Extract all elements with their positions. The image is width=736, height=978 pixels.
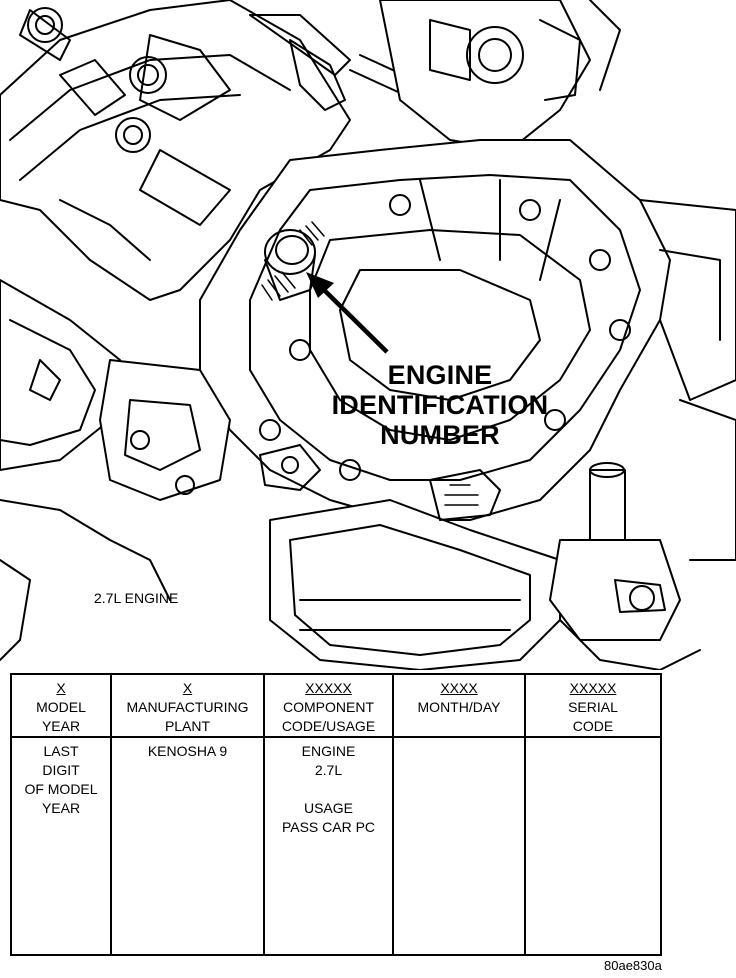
cell-line: OF MODEL (24, 781, 98, 797)
header-code: XXXXX (569, 680, 617, 696)
table-header-row: X MODEL YEAR X MANUFACTURING PLANT XXXXX… (10, 673, 662, 738)
cell-line: KENOSHA 9 (147, 743, 228, 759)
cell-line: 2.7L (314, 762, 343, 778)
engine-illustration (0, 0, 736, 670)
cell-serial-code (524, 736, 662, 956)
cell-model-year: LAST DIGIT OF MODEL YEAR (10, 736, 112, 956)
engine-identification-callout: ENGINE IDENTIFICATION NUMBER (330, 360, 550, 450)
header-model-year: X MODEL YEAR (10, 673, 112, 738)
cell-line: PASS CAR PC (281, 819, 376, 835)
header-label: MONTH/DAY (417, 699, 501, 715)
engine-caption: 2.7L ENGINE (94, 590, 179, 606)
header-code: X (182, 680, 193, 696)
header-code: XXXX (440, 680, 478, 696)
table-body-row: LAST DIGIT OF MODEL YEAR KENOSHA 9 ENGIN… (10, 736, 662, 956)
cell-month-day (392, 736, 526, 956)
header-code: XXXXX (305, 680, 352, 696)
header-code: X (56, 680, 66, 696)
cell-spacer (267, 780, 390, 799)
callout-arrow (306, 272, 389, 354)
header-component-code: XXXXX COMPONENT CODE/USAGE (263, 673, 394, 738)
callout-line: NUMBER (380, 420, 500, 450)
header-label: SERIAL (568, 699, 618, 715)
cell-line: USAGE (303, 800, 353, 816)
cell-line: DIGIT (42, 762, 80, 778)
header-serial-code: XXXXX SERIAL CODE (524, 673, 662, 738)
cell-line: YEAR (41, 800, 81, 816)
header-label: MODEL (36, 699, 86, 715)
cell-component-code: ENGINE 2.7L USAGE PASS CAR PC (263, 736, 394, 956)
header-label: CODE/USAGE (281, 718, 376, 734)
callout-line: IDENTIFICATION (331, 390, 549, 420)
figure-id: 80ae830a (604, 958, 662, 973)
cell-line: ENGINE (301, 743, 356, 759)
header-label: MANUFACTURING (126, 699, 249, 715)
callout-line: ENGINE (387, 360, 493, 390)
engine-id-table: X MODEL YEAR X MANUFACTURING PLANT XXXXX… (10, 673, 662, 956)
header-label: PLANT (164, 718, 211, 734)
cell-line: LAST (43, 743, 79, 759)
header-manufacturing-plant: X MANUFACTURING PLANT (110, 673, 265, 738)
header-month-day: XXXX MONTH/DAY (392, 673, 526, 738)
header-label: YEAR (41, 718, 81, 734)
header-label: CODE (572, 718, 614, 734)
header-label: COMPONENT (283, 699, 374, 715)
cell-manufacturing-plant: KENOSHA 9 (110, 736, 265, 956)
